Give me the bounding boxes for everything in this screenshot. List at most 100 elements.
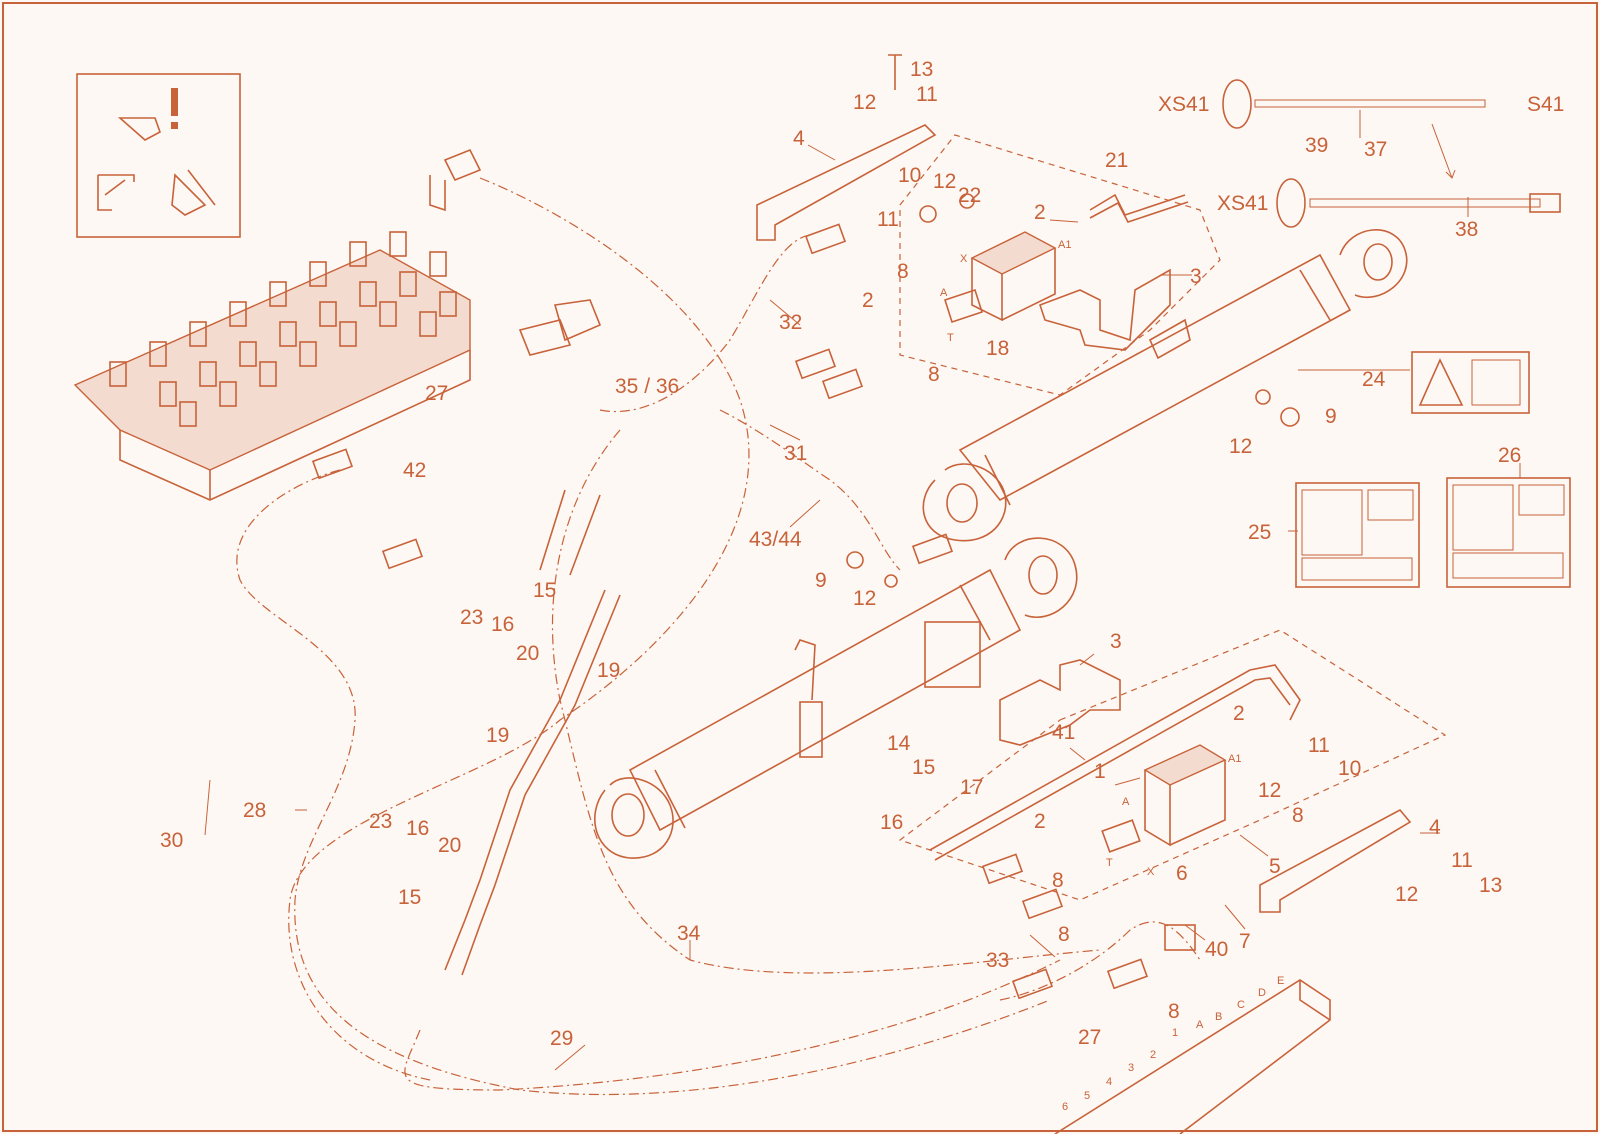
manifold-port-3: 3	[1128, 1062, 1134, 1074]
callout-4: 4	[793, 127, 805, 150]
callout-10: 10	[1338, 757, 1361, 780]
route-33	[999, 921, 1201, 1001]
callout-15: 15	[533, 579, 556, 602]
callout-41: 41	[1052, 721, 1075, 744]
decal-25	[1295, 482, 1420, 588]
callout-29: 29	[550, 1027, 573, 1050]
manifold-port-2: 2	[1150, 1049, 1156, 1061]
callout-37: 37	[1364, 138, 1387, 161]
valve-fitting	[319, 301, 337, 327]
callout-2: 2	[1034, 201, 1046, 224]
valve-fitting	[179, 401, 197, 427]
valve-fitting	[309, 261, 327, 287]
callout-12: 12	[1229, 435, 1252, 458]
cable-38	[1276, 178, 1561, 228]
callout-22: 22	[958, 184, 981, 207]
hose-routes	[236, 177, 1201, 1096]
control-valve-block	[73, 148, 602, 501]
valve-fitting	[339, 321, 357, 347]
upper-cylinder	[922, 229, 1408, 542]
callout-43-44: 43/44	[749, 528, 802, 551]
port-mark-t: T	[947, 332, 954, 344]
port-mark-a1: A1	[1058, 239, 1071, 251]
callout-13: 13	[1479, 874, 1502, 897]
pipe-21	[1089, 193, 1189, 223]
callout-19: 19	[597, 659, 620, 682]
manifold-port-1: 1	[1172, 1027, 1178, 1039]
port-mark-a: A	[1122, 796, 1130, 808]
callout-20: 20	[516, 642, 539, 665]
callout-9: 9	[1325, 405, 1337, 428]
port-mark-t: T	[1106, 857, 1113, 869]
callout-labels: 1 2 2 2 2 3 3 4 4 5 6 7 8 8 8 8 8 8 9 9 …	[160, 58, 1564, 1050]
manifold-port-d: D	[1258, 987, 1266, 999]
lower-cylinder	[594, 537, 1078, 859]
callout-2: 2	[862, 289, 874, 312]
callout-12: 12	[1395, 883, 1418, 906]
callout-39: 39	[1305, 134, 1328, 157]
callout-33: 33	[986, 949, 1009, 972]
valve-fitting	[229, 301, 247, 327]
manifold-port-b: B	[1215, 1011, 1222, 1023]
callout-13: 13	[910, 58, 933, 81]
callout-11: 11	[916, 83, 938, 106]
callout-8: 8	[1052, 869, 1064, 892]
callout-8: 8	[1058, 923, 1070, 946]
valve-fitting	[439, 291, 457, 317]
callout-27: 27	[1078, 1026, 1101, 1049]
valve-fitting	[299, 341, 317, 367]
manifold-port-c: C	[1237, 999, 1245, 1011]
assembly-outline-lower	[898, 629, 1447, 901]
callout-6: 6	[1176, 862, 1188, 885]
manifold-port-a: A	[1196, 1019, 1204, 1031]
callout-15: 15	[398, 886, 421, 909]
callout-40: 40	[1205, 938, 1228, 961]
callout-25: 25	[1248, 521, 1271, 544]
valve-fitting	[239, 341, 257, 367]
port-mark-x: X	[1147, 866, 1155, 878]
callout-11: 11	[1308, 734, 1330, 757]
fittings	[311, 54, 1300, 1000]
callout-27: 27	[425, 382, 448, 405]
arrow-37-38	[1431, 123, 1456, 179]
route-30	[288, 177, 750, 1081]
callout-17: 17	[960, 776, 983, 799]
callout-7: 7	[1239, 930, 1251, 953]
callout-31: 31	[784, 442, 807, 465]
callout-5: 5	[1269, 855, 1281, 878]
callout-3: 3	[1190, 265, 1202, 288]
hoses-19	[444, 489, 621, 976]
callout-30: 30	[160, 829, 183, 852]
callout-9: 9	[815, 569, 827, 592]
port-marks: A1 X A T A1 A T X A B C D E 1 2 3 4 5 6	[940, 239, 1284, 1113]
valve-fitting	[199, 361, 217, 387]
callout-24: 24	[1362, 368, 1386, 391]
callout-8: 8	[928, 363, 940, 386]
callout-xs41-bottom: XS41	[1217, 192, 1268, 215]
valve-fitting	[219, 381, 237, 407]
callout-2: 2	[1034, 810, 1046, 833]
callout-16: 16	[406, 817, 429, 840]
operation-symbol-box	[76, 73, 241, 238]
callout-1: 1	[1094, 760, 1106, 783]
callout-10: 10	[898, 164, 921, 187]
callout-20: 20	[438, 834, 461, 857]
callout-11: 11	[1451, 849, 1473, 872]
valve-fitting	[189, 321, 207, 347]
pipe-41	[929, 664, 1301, 861]
valve-fitting	[349, 241, 367, 267]
port-mark-a1: A1	[1228, 753, 1241, 765]
bracket-lower	[999, 659, 1121, 746]
route-34	[551, 429, 1101, 974]
callout-s41: S41	[1527, 93, 1564, 116]
valve-fitting	[269, 281, 287, 307]
callout-14: 14	[887, 732, 911, 755]
valve-fitting	[399, 271, 417, 297]
callout-4: 4	[1429, 816, 1441, 839]
decal-26	[1446, 477, 1571, 588]
callout-12: 12	[933, 170, 956, 193]
callout-16: 16	[880, 811, 903, 834]
callout-34: 34	[677, 922, 701, 945]
callout-19: 19	[486, 724, 509, 747]
manifold-port-e: E	[1277, 975, 1284, 987]
